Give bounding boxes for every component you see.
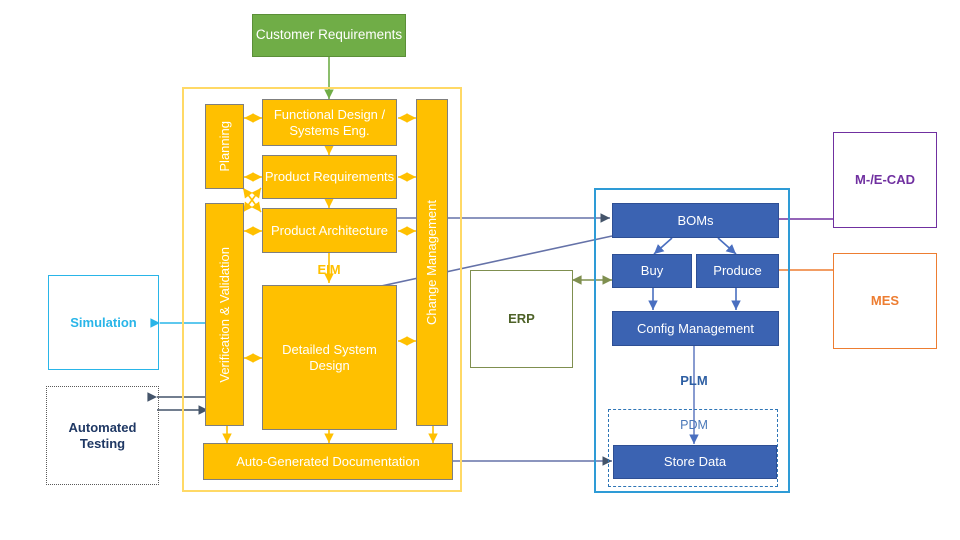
node-mes-label: MES (870, 293, 900, 309)
node-simulation[interactable]: Simulation (48, 275, 159, 370)
node-boms-label: BOMs (677, 212, 714, 228)
label-pdm: PDM (661, 416, 727, 434)
node-detailed-system-design[interactable]: Detailed System Design (262, 285, 397, 430)
node-automated-testing-label: Automated Testing (68, 419, 137, 451)
node-auto-generated-documentation-label: Auto-Generated Documentation (236, 453, 420, 469)
eim-container (182, 87, 462, 492)
node-verification-validation-label: Verification & Validation (216, 246, 232, 383)
node-customer-requirements-label: Customer Requirements (255, 27, 403, 43)
node-automated-testing[interactable]: Automated Testing (46, 386, 159, 485)
node-erp-label: ERP (508, 311, 535, 327)
node-mecad-label: M-/E-CAD (855, 172, 915, 188)
node-produce[interactable]: Produce (696, 254, 779, 288)
node-boms[interactable]: BOMs (612, 203, 779, 238)
node-detailed-system-design-label: Detailed System Design (282, 341, 377, 373)
plm-container (594, 188, 790, 493)
node-functional-design[interactable]: Functional Design / Systems Eng. (262, 99, 397, 146)
node-buy[interactable]: Buy (612, 254, 692, 288)
label-eim-text: EIM (317, 261, 341, 277)
node-planning[interactable]: Planning (205, 104, 244, 189)
label-plm: PLM (661, 371, 727, 389)
node-store-data[interactable]: Store Data (613, 445, 777, 479)
node-store-data-label: Store Data (663, 454, 727, 470)
node-simulation-label: Simulation (70, 314, 137, 330)
label-eim: EIM (296, 260, 362, 278)
node-erp[interactable]: ERP (470, 270, 573, 368)
node-mecad[interactable]: M-/E-CAD (833, 132, 937, 228)
node-produce-label: Produce (713, 263, 762, 279)
label-plm-text: PLM (680, 372, 708, 388)
node-auto-generated-documentation[interactable]: Auto-Generated Documentation (203, 443, 453, 480)
node-config-management-label: Config Management (636, 320, 755, 336)
node-product-requirements-label: Product Requirements (264, 169, 395, 185)
pdm-container (608, 409, 778, 487)
node-product-architecture-label: Product Architecture (270, 222, 389, 238)
node-verification-validation[interactable]: Verification & Validation (205, 203, 244, 426)
node-customer-requirements[interactable]: Customer Requirements (252, 14, 406, 57)
node-change-management[interactable]: Change Management (416, 99, 448, 426)
node-product-architecture[interactable]: Product Architecture (262, 208, 397, 253)
node-mes[interactable]: MES (833, 253, 937, 349)
node-buy-label: Buy (640, 263, 664, 279)
node-product-requirements[interactable]: Product Requirements (262, 155, 397, 199)
node-change-management-label: Change Management (424, 199, 440, 326)
label-pdm-text: PDM (680, 418, 708, 432)
node-planning-label: Planning (216, 121, 232, 172)
node-config-management[interactable]: Config Management (612, 311, 779, 346)
node-functional-design-label: Functional Design / Systems Eng. (273, 106, 386, 138)
